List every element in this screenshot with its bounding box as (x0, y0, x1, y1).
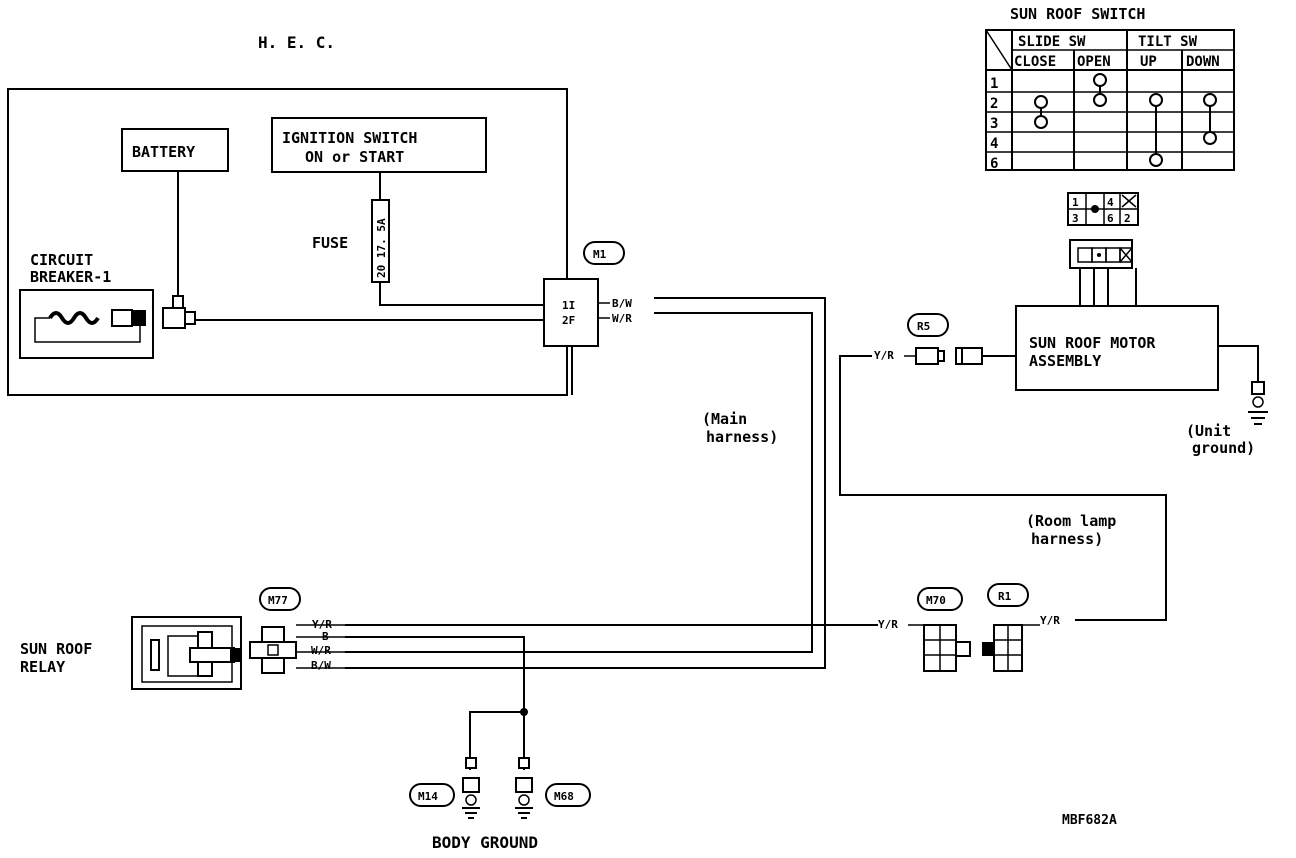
svg-text:ASSEMBLY: ASSEMBLY (1029, 352, 1101, 370)
svg-text:M1: M1 (593, 248, 607, 261)
switch-col-close: CLOSE (1014, 54, 1056, 70)
m70-connector (923, 624, 971, 672)
svg-text:SUN ROOF MOTOR: SUN ROOF MOTOR (1029, 334, 1156, 352)
svg-text:2F: 2F (562, 314, 575, 327)
diagram-code: MBF682A (1062, 813, 1117, 828)
wire-label-bw: B/W (612, 297, 632, 310)
switch-col-down: DOWN (1186, 54, 1220, 70)
wire-b-m14 (469, 711, 524, 770)
m1-connector: 1I 2F (543, 278, 599, 347)
fuse: 20 17. 5A (371, 199, 390, 283)
unit-ground-label-2: ground) (1192, 439, 1255, 457)
svg-text:ON or START: ON or START (305, 148, 404, 166)
m77-connector (249, 626, 297, 674)
m68-badge: M68 (545, 783, 591, 807)
wire-wr-main (345, 312, 813, 653)
sun-roof-relay (131, 616, 242, 690)
ignition-switch: IGNITION SWITCH ON or START (271, 117, 487, 173)
m77-wire-label-yr: Y/R (312, 618, 332, 631)
switch-row-1: 1 (990, 76, 998, 92)
svg-text:3: 3 (1072, 212, 1079, 225)
switch-col-up: UP (1140, 54, 1157, 70)
svg-text:6: 6 (1107, 212, 1114, 225)
m1-badge: M1 (583, 241, 625, 265)
room-harness-label-2: harness) (1031, 530, 1103, 548)
r5-connector (904, 347, 983, 365)
fuse-to-m1-wire (379, 282, 544, 306)
wire-label-yr-m70: Y/R (878, 618, 898, 631)
m77-badge: M77 (259, 587, 301, 611)
switch-row-4: 4 (990, 136, 998, 152)
ground-m68 (515, 757, 533, 819)
wire-label-wr: W/R (612, 312, 632, 325)
svg-text:M70: M70 (926, 594, 946, 607)
svg-text:M77: M77 (268, 594, 288, 607)
room-harness-label-1: (Room lamp (1026, 512, 1116, 530)
svg-text:M14: M14 (418, 790, 438, 803)
svg-text:M68: M68 (554, 790, 574, 803)
m14-badge: M14 (409, 783, 455, 807)
circuit-breaker-label-2: BREAKER-1 (30, 268, 111, 286)
motor-connector (1069, 239, 1133, 269)
svg-text:R5: R5 (917, 320, 930, 333)
relay-label-1: SUN ROOF (20, 640, 92, 658)
switch-continuity-marks (1034, 73, 1217, 167)
r1-badge: R1 (987, 583, 1029, 607)
hec-enclosure (7, 88, 568, 396)
motor-leads (1079, 268, 1137, 306)
fuse-label: FUSE (312, 234, 348, 252)
main-harness-label-1: (Main (702, 410, 747, 428)
wire-yr-room-lamp (839, 355, 1167, 621)
svg-text:20 17. 5A: 20 17. 5A (375, 218, 388, 278)
svg-text:IGNITION SWITCH: IGNITION SWITCH (282, 129, 417, 147)
ground-m14 (462, 757, 480, 819)
switch-table-title: SUN ROOF SWITCH (1010, 5, 1145, 23)
wire-label-yr-r1: Y/R (1040, 614, 1060, 627)
switch-group-tilt: TILT SW (1138, 34, 1198, 50)
m77-wire-label-bw: B/W (311, 659, 331, 672)
m70-badge: M70 (917, 587, 963, 611)
r5-badge: R5 (907, 313, 949, 337)
relay-label-2: RELAY (20, 658, 65, 676)
wire-label-yr-r5: Y/R (874, 349, 894, 362)
unit-ground (1248, 381, 1268, 425)
svg-text:BATTERY: BATTERY (132, 143, 195, 161)
switch-group-slide: SLIDE SW (1018, 34, 1086, 50)
svg-text:2: 2 (1124, 212, 1131, 225)
svg-text:4: 4 (1107, 196, 1114, 209)
circuit-breaker-label-1: CIRCUIT (30, 251, 93, 269)
switch-col-open: OPEN (1077, 54, 1111, 70)
hec-label: H. E. C. (258, 33, 335, 52)
svg-text:R1: R1 (998, 590, 1012, 603)
body-ground-label: BODY GROUND (432, 833, 538, 852)
switch-row-6: 6 (990, 156, 998, 172)
wire-b-ground (345, 636, 525, 712)
switch-row-2: 2 (990, 96, 998, 112)
wire-bw-main (345, 297, 826, 669)
battery: BATTERY (121, 128, 229, 172)
sun-roof-motor-assembly: SUN ROOF MOTOR ASSEMBLY (1015, 305, 1219, 391)
m77-wire-label-b: B (322, 630, 329, 643)
main-harness-label-2: harness) (706, 428, 778, 446)
breaker-connector (162, 295, 196, 329)
unit-ground-wire (1218, 345, 1259, 382)
svg-text:1I: 1I (562, 299, 575, 312)
switch-row-3: 3 (990, 116, 998, 132)
circuit-breaker (19, 289, 154, 359)
switch-table (985, 29, 1235, 171)
unit-ground-label-1: (Unit (1186, 422, 1231, 440)
svg-text:1: 1 (1072, 196, 1079, 209)
r1-connector (982, 624, 1023, 672)
m77-wire-label-wr: W/R (311, 644, 331, 657)
motor-connector-pin-grid: 1 4 3 6 2 (1067, 192, 1139, 226)
